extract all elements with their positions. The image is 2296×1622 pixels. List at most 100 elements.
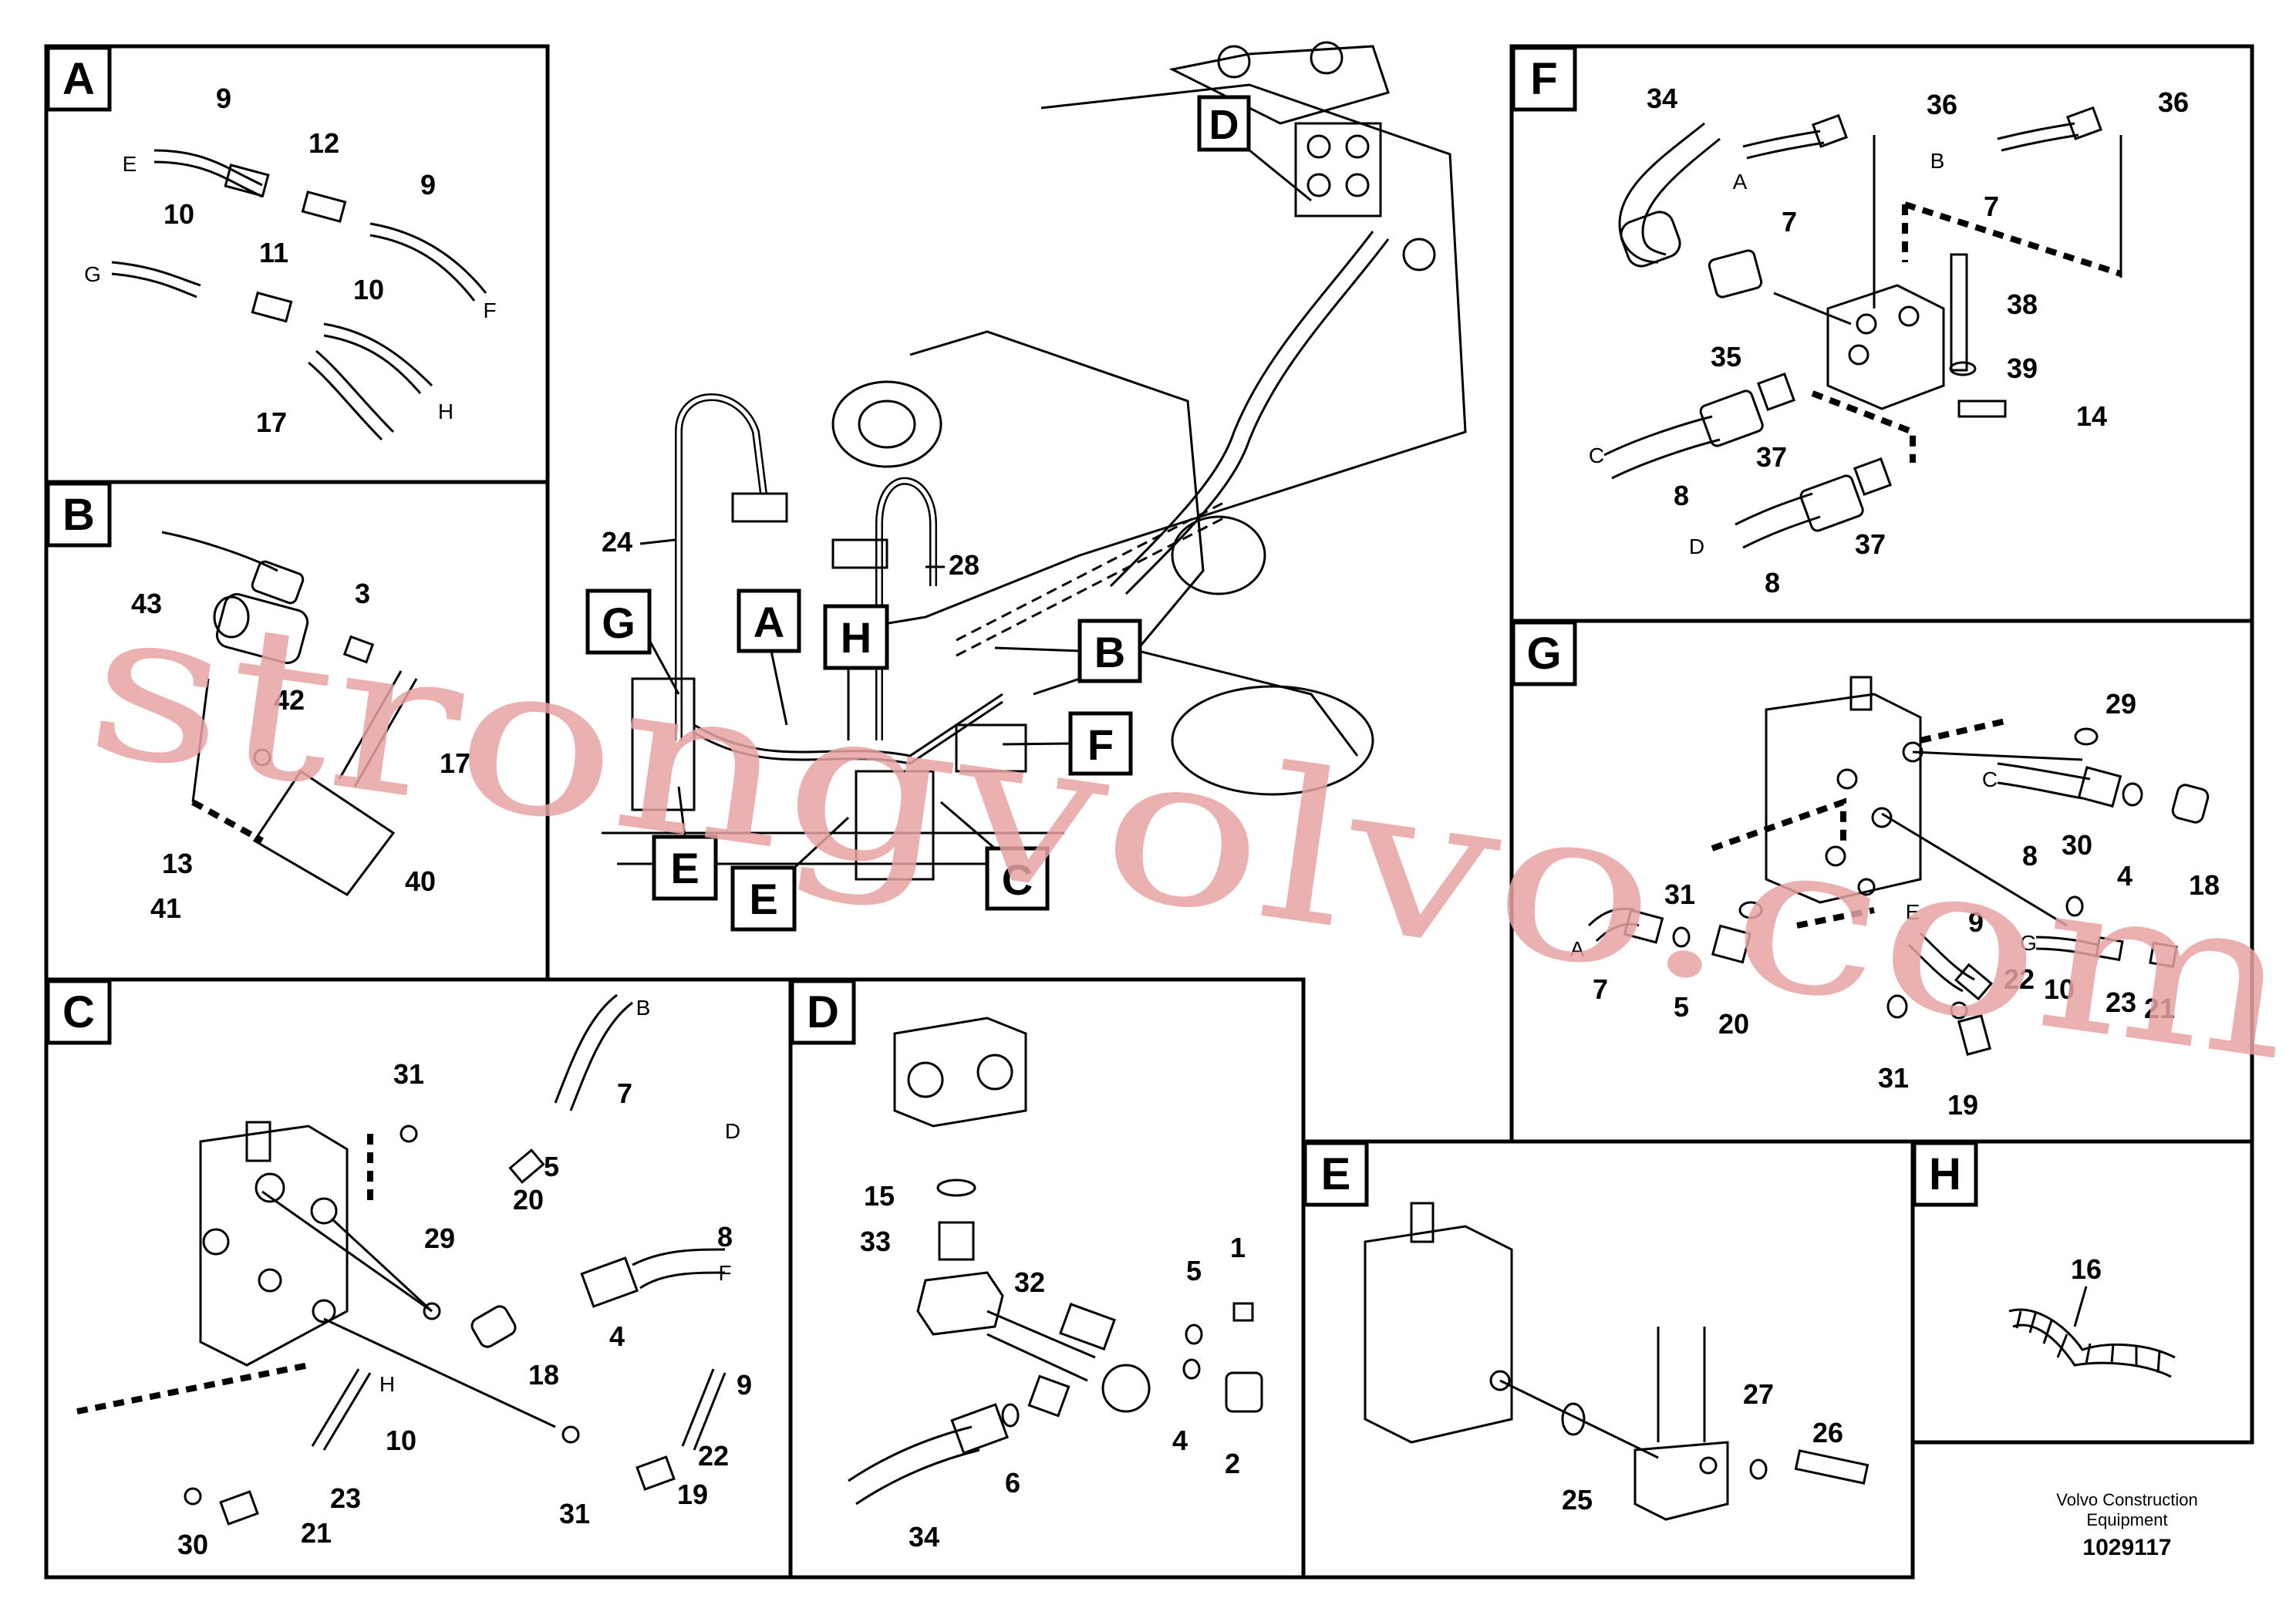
svg-text:D: D xyxy=(1689,534,1704,558)
panel-h-title: H xyxy=(1929,1149,1961,1199)
svg-text:31: 31 xyxy=(1878,1062,1909,1094)
svg-text:F: F xyxy=(1087,720,1114,769)
panel-c-title: C xyxy=(62,987,95,1037)
panel-d-title: D xyxy=(807,987,839,1037)
svg-text:7: 7 xyxy=(1593,973,1608,1005)
svg-text:G: G xyxy=(2020,931,2037,955)
svg-text:25: 25 xyxy=(1562,1484,1593,1516)
svg-text:G: G xyxy=(602,599,636,647)
svg-text:17: 17 xyxy=(440,747,470,779)
svg-text:29: 29 xyxy=(424,1222,455,1254)
callout-e-main-2: E xyxy=(730,816,850,932)
panel-f: F xyxy=(1509,44,2254,623)
panel-a-title: A xyxy=(62,54,95,104)
svg-text:9: 9 xyxy=(420,169,436,201)
svg-text:42: 42 xyxy=(274,684,305,716)
svg-text:B: B xyxy=(636,996,651,1020)
panel-c: C 31 7 5 xyxy=(44,977,793,1580)
svg-text:9: 9 xyxy=(737,1369,752,1401)
svg-text:B: B xyxy=(1094,628,1125,676)
panel-f-labels: 34 36 36 7 7 38 35 39 14 37 37 8 8 A B C… xyxy=(1589,83,2189,599)
svg-text:9: 9 xyxy=(1968,906,1984,938)
svg-text:6: 6 xyxy=(1005,1467,1020,1499)
svg-text:35: 35 xyxy=(1711,341,1741,373)
svg-text:E: E xyxy=(123,152,137,176)
svg-text:C: C xyxy=(1982,767,1998,791)
svg-text:4: 4 xyxy=(2117,860,2132,892)
svg-text:9: 9 xyxy=(216,83,231,114)
footer-company-2: Equipment xyxy=(2086,1510,2167,1529)
callout-d-main: D xyxy=(1197,95,1312,202)
svg-text:G: G xyxy=(84,262,101,286)
svg-text:19: 19 xyxy=(677,1479,708,1510)
svg-text:A: A xyxy=(1733,170,1748,194)
svg-text:21: 21 xyxy=(2144,993,2175,1024)
watermark-text: strongvolvo.com xyxy=(75,558,2296,1108)
svg-text:37: 37 xyxy=(1756,441,1787,473)
svg-text:43: 43 xyxy=(131,588,162,619)
svg-text:21: 21 xyxy=(301,1517,332,1549)
callout-b-main: B xyxy=(994,619,1142,683)
svg-text:10: 10 xyxy=(386,1425,416,1456)
panel-b-title: B xyxy=(62,490,95,540)
svg-text:27: 27 xyxy=(1743,1378,1774,1410)
svg-text:F: F xyxy=(483,298,496,322)
svg-text:10: 10 xyxy=(2044,973,2075,1005)
footer: Volvo Construction Equipment 1029117 xyxy=(2056,1490,2197,1560)
panel-e-labels: 27 26 25 xyxy=(1562,1378,1843,1516)
callout-a-main: A xyxy=(737,588,801,726)
svg-text:36: 36 xyxy=(1927,89,1957,120)
svg-text:10: 10 xyxy=(353,274,384,305)
svg-text:34: 34 xyxy=(909,1521,939,1553)
svg-text:32: 32 xyxy=(1014,1266,1045,1298)
svg-text:22: 22 xyxy=(698,1440,729,1472)
svg-text:4: 4 xyxy=(1172,1425,1188,1456)
svg-text:8: 8 xyxy=(1765,567,1780,599)
svg-text:B: B xyxy=(1930,149,1945,173)
svg-text:8: 8 xyxy=(2022,840,2038,872)
svg-text:41: 41 xyxy=(150,892,181,924)
svg-text:20: 20 xyxy=(1718,1008,1749,1040)
svg-text:13: 13 xyxy=(162,848,193,879)
svg-text:18: 18 xyxy=(528,1359,559,1391)
svg-text:33: 33 xyxy=(860,1226,891,1257)
svg-text:8: 8 xyxy=(1674,480,1689,511)
panel-b-labels: 43 3 42 17 13 41 40 xyxy=(131,578,470,924)
svg-text:23: 23 xyxy=(330,1482,361,1514)
callout-g-main: G xyxy=(585,588,680,695)
svg-text:39: 39 xyxy=(2007,352,2038,384)
svg-text:31: 31 xyxy=(1664,878,1695,910)
callout-f-main: F xyxy=(1002,711,1133,776)
svg-text:A: A xyxy=(1570,937,1585,961)
svg-text:30: 30 xyxy=(177,1529,208,1560)
svg-text:5: 5 xyxy=(1674,991,1689,1023)
svg-text:29: 29 xyxy=(2106,688,2136,720)
spiral-wrap-icon xyxy=(2008,1308,2176,1378)
svg-text:14: 14 xyxy=(2076,400,2107,432)
footer-company-1: Volvo Construction xyxy=(2056,1490,2197,1509)
svg-text:D: D xyxy=(725,1119,740,1143)
svg-text:5: 5 xyxy=(1186,1255,1202,1286)
panel-a: A 9 12 9 10 11 10 17 E F G H xyxy=(44,44,550,484)
svg-text:23: 23 xyxy=(2106,986,2136,1018)
panel-f-title: F xyxy=(1530,54,1557,104)
panel-d: D 15 33 32 1 5 4 2 xyxy=(788,977,1306,1580)
svg-text:12: 12 xyxy=(308,127,339,159)
callout-c-main: C xyxy=(940,801,1050,911)
panel-a-labels: 9 12 9 10 11 10 17 E F G H xyxy=(84,83,496,438)
svg-text:E: E xyxy=(670,844,699,892)
svg-text:C: C xyxy=(1002,855,1033,904)
svg-text:A: A xyxy=(754,598,784,646)
svg-text:18: 18 xyxy=(2189,869,2220,901)
svg-text:1: 1 xyxy=(1230,1232,1246,1263)
svg-text:17: 17 xyxy=(256,406,287,438)
svg-text:H: H xyxy=(841,613,872,662)
svg-text:40: 40 xyxy=(405,865,436,897)
svg-text:7: 7 xyxy=(1782,206,1797,238)
svg-text:37: 37 xyxy=(1855,528,1886,560)
panel-g-title: G xyxy=(1526,629,1561,679)
svg-text:22: 22 xyxy=(2004,963,2035,995)
svg-text:19: 19 xyxy=(1947,1089,1978,1121)
panel-g-labels: 29 8 4 18 30 31 7 5 20 9 10 23 21 22 31 … xyxy=(1570,688,2220,1121)
